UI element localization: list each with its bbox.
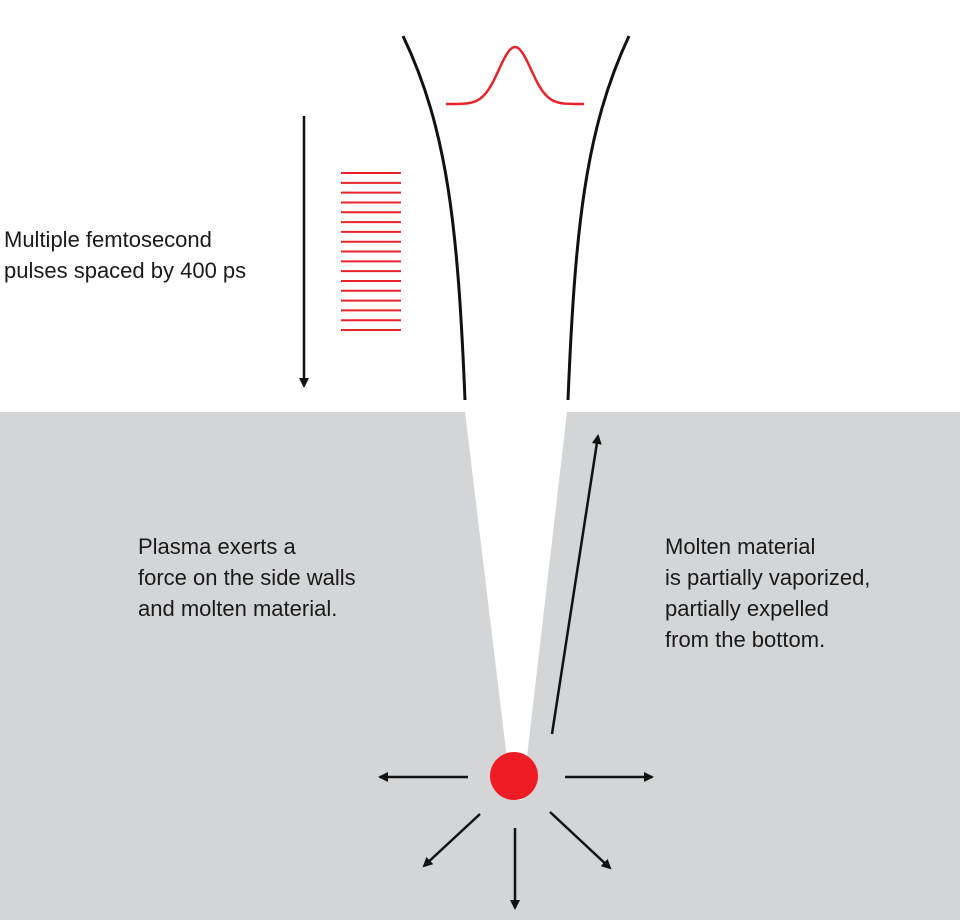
molten-label: Molten material is partially vaporized, … [665,531,870,655]
molten-label-line-3: partially expelled [665,596,829,621]
expulsion-arrow [550,434,602,735]
plasma-ball [490,752,538,800]
drilled-hole [465,412,567,800]
gaussian-pulse-profile [446,45,584,106]
plasma-label-line-2: force on the side walls [138,565,356,590]
molten-label-line-2: is partially vaporized, [665,565,871,590]
laser-beam-left-edge [401,35,467,401]
force-arrows [378,772,654,910]
plasma-label-line-1: Plasma exerts a [138,534,296,559]
plasma-label: Plasma exerts a force on the side walls … [138,531,356,624]
force-arrow-down-left [422,813,481,868]
molten-label-line-1: Molten material [665,534,816,559]
laser-beam-right-edge [566,35,631,401]
force-arrow-down-right [549,811,612,870]
plasma-label-line-3: and molten material. [138,596,338,621]
pulses-label: Multiple femtosecond pulses spaced by 40… [4,224,246,286]
pulse-train [341,172,401,331]
molten-label-line-4: from the bottom. [665,627,826,652]
pulses-label-line-1: Multiple femtosecond [4,227,212,252]
pulses-label-line-2: pulses spaced by 400 ps [4,258,247,283]
